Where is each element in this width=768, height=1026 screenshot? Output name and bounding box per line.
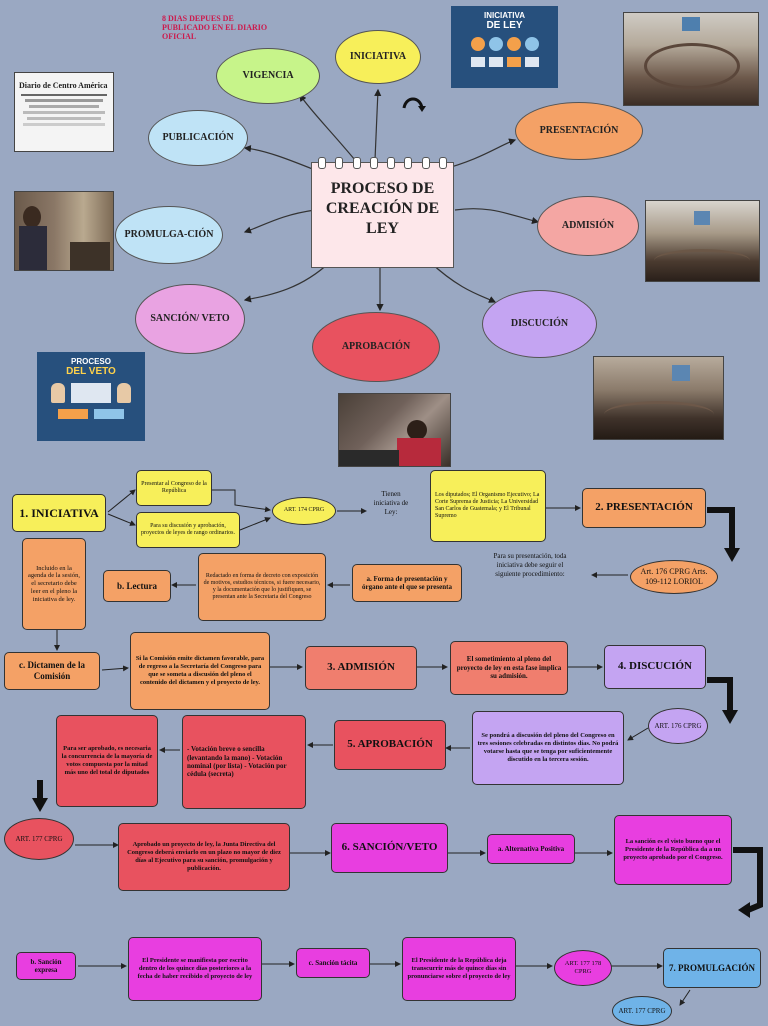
who-list: Los diputados; El Organismo Ejecutivo; L… [430, 470, 546, 542]
para-ser-box: Para ser aprobado, es necesaria la concu… [56, 715, 158, 807]
a-forma-box[interactable]: a. Forma de presentación y órgano ante e… [352, 564, 462, 602]
s1-option-a: Presentar al Congreso de la República [136, 470, 212, 506]
tienen-note: Tienen iniciativa de Ley: [373, 490, 409, 516]
newspaper-image: Diario de Centro América [14, 72, 114, 152]
s1-option-b: Para su discusión y aprobación, proyecto… [136, 512, 240, 548]
mm-discucion[interactable]: DISCUCIÓN [482, 290, 597, 358]
presidente1-box: El Presidente se manifiesta por escrito … [128, 937, 262, 1001]
mm-promulgacion[interactable]: PROMULGA-CIÓN [115, 206, 223, 264]
presidente2-box: El Presidente de la República deja trans… [402, 937, 516, 1001]
mm-sancion[interactable]: SANCIÓN/ VETO [135, 284, 245, 354]
art177-badge-b: ART. 177 CPRG [612, 996, 672, 1026]
alt-positiva-box[interactable]: a. Alternativa Positiva [487, 834, 575, 864]
step2-presentacion[interactable]: 2. PRESENTACIÓN [582, 488, 706, 528]
art174-badge: ART. 174 CPRG [272, 497, 336, 525]
newspaper-title: Diario de Centro América [19, 81, 108, 90]
mm-vigencia[interactable]: VIGENCIA [216, 48, 320, 104]
art177-badge-a: ART. 177 CPRG [4, 818, 74, 860]
step7-promulgacion[interactable]: 7. PROMULGACIÓN [663, 948, 761, 988]
congress-session-photo [623, 12, 759, 106]
infographic-iniciativa: INICIATIVA DE LEY [451, 6, 558, 88]
redactado-box: Redactado en forma de decreto con exposi… [198, 553, 326, 621]
aprobado-box: Aprobado un proyecto de ley, la Junta Di… [118, 823, 290, 891]
c-sancion-box[interactable]: c. Sanción tácita [296, 948, 370, 978]
art176-loriol-badge: Art. 176 CPRG Arts. 109-112 LORIOL [630, 560, 718, 594]
center-notepad: PROCESO DE CREACIÓN DE LEY [311, 157, 454, 268]
art176-badge: ART. 176 CPRG [648, 708, 708, 744]
step3-admision[interactable]: 3. ADMISIÓN [305, 646, 417, 690]
mm-presentacion[interactable]: PRESENTACIÓN [515, 102, 643, 160]
sometimiento-box: El sometimiento al pleno del proyecto de… [450, 641, 568, 695]
veto-line2: DEL VETO [66, 366, 116, 377]
infographic-line1: INICIATIVA [483, 11, 526, 20]
infographic-veto: PROCESO DEL VETO [37, 352, 145, 441]
sancion-def-box: La sanción es el visto bueno que el Pres… [614, 815, 732, 885]
mm-admision[interactable]: ADMISIÓN [537, 196, 639, 256]
committee-photo [338, 393, 451, 467]
c-dictamen-box[interactable]: c. Dictamen de la Comisión [4, 652, 100, 690]
b-sancion-box[interactable]: b. Sanción expresa [16, 952, 76, 980]
votacion-box: - Votación breve o sencilla (levantando … [182, 715, 306, 809]
step6-sancion-veto[interactable]: 6. SANCIÓN/VETO [331, 823, 448, 873]
top-note: 8 DIAS DEPUES DE PUBLICADO EN EL DIARIO … [162, 14, 268, 42]
step1-iniciativa[interactable]: 1. INICIATIVA [12, 494, 106, 532]
para-presentacion-note: Para su presentación, toda iniciativa de… [493, 552, 567, 578]
mm-aprobacion[interactable]: APROBACIÓN [312, 312, 440, 382]
si-comision-box: Si la Comisión emite dictamen favorable,… [130, 632, 270, 710]
center-title: PROCESO DE CREACIÓN DE LEY [325, 180, 440, 237]
step5-aprobacion[interactable]: 5. APROBACIÓN [334, 720, 446, 770]
chamber-photo [645, 200, 760, 282]
step4-discucion[interactable]: 4. DISCUCIÓN [604, 645, 706, 689]
b-lectura-box[interactable]: b. Lectura [103, 570, 171, 602]
mm-iniciativa[interactable]: INICIATIVA [335, 30, 421, 84]
mm-publicacion[interactable]: PUBLICACIÓN [148, 110, 248, 166]
infographic-line2: DE LEY [486, 20, 523, 31]
veto-line1: PROCESO [70, 357, 111, 366]
art177-178-badge: ART. 177 178 CPRG [554, 950, 612, 986]
se-pondra-box: Se pondrá a discusión del pleno del Cong… [472, 711, 624, 785]
speaker-photo [14, 191, 114, 271]
incluido-box: Incluido en la agenda de la sesión, el s… [22, 538, 86, 630]
plenary-photo [593, 356, 724, 440]
